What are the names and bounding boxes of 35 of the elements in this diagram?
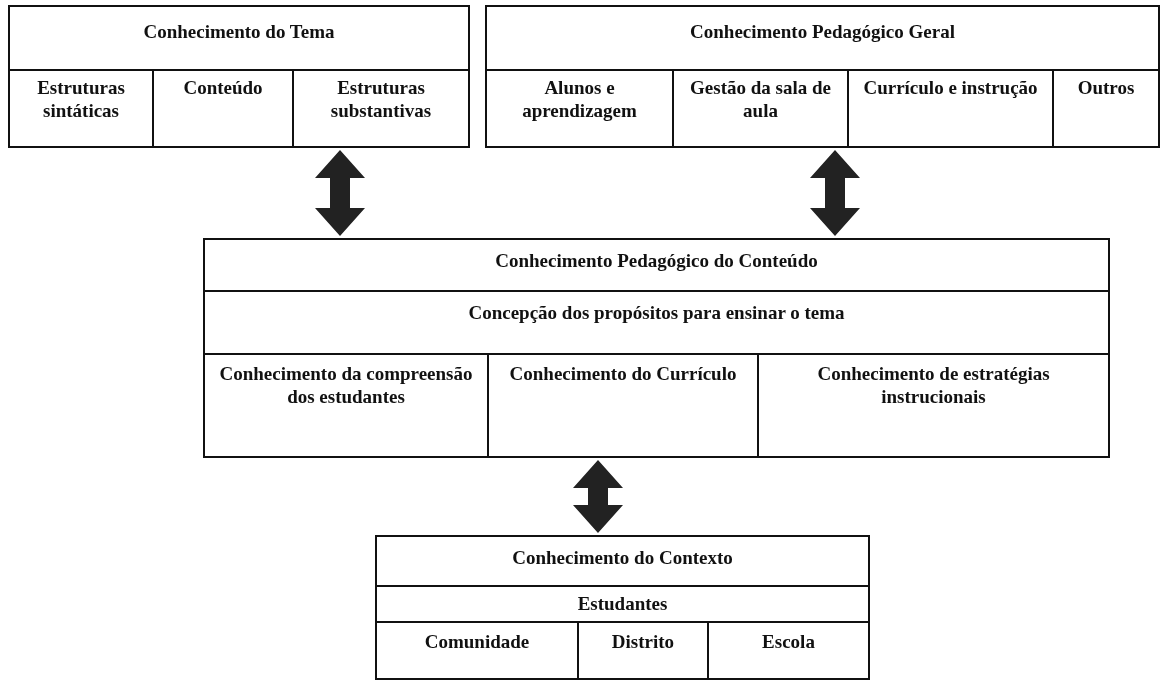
cell-label: Conhecimento do Currículo (508, 363, 738, 386)
table-cell (152, 69, 292, 148)
cell-label: Outros (1076, 77, 1136, 100)
double-arrow (810, 150, 860, 236)
cell-label: Gestão da sala de aula (689, 77, 832, 123)
cell-label: Conhecimento da compreensão dos estudantes (218, 363, 474, 409)
cell-label: Estruturas sintáticas (36, 77, 126, 123)
double-arrow (315, 150, 365, 236)
table-cell (577, 621, 707, 678)
cell-label: Currículo e instrução (862, 77, 1039, 100)
cell-label: Alunos e aprendizagem (521, 77, 638, 123)
concept-box (8, 5, 470, 148)
table-cell (757, 353, 1108, 456)
concept-box (375, 535, 870, 680)
box-heading: Conhecimento Pedagógico Geral (689, 21, 956, 44)
box-heading: Conhecimento do Tema (142, 21, 336, 44)
concept-box (485, 5, 1160, 148)
cell-label: Estudantes (576, 593, 669, 616)
cell-label: Escola (761, 631, 816, 654)
table-cell (292, 69, 468, 148)
cell-label: Conteúdo (182, 77, 264, 100)
cell-label: Conhecimento de estratégias instrucionais (816, 363, 1051, 409)
table-cell (847, 69, 1052, 148)
cell-label: Distrito (610, 631, 676, 654)
cell-label: Estruturas substantivas (329, 77, 433, 123)
table-cell (1052, 69, 1158, 148)
concept-box (203, 238, 1110, 458)
box-heading: Conhecimento Pedagógico do Conteúdo (494, 250, 819, 273)
box-heading: Conhecimento do Contexto (511, 547, 734, 570)
cell-label: Comunidade (423, 631, 531, 654)
table-cell (487, 353, 757, 456)
table-cell (672, 69, 847, 148)
table-cell (707, 621, 868, 678)
double-arrow (573, 460, 623, 533)
cell-label: Concepção dos propósitos para ensinar o tema (467, 302, 846, 325)
